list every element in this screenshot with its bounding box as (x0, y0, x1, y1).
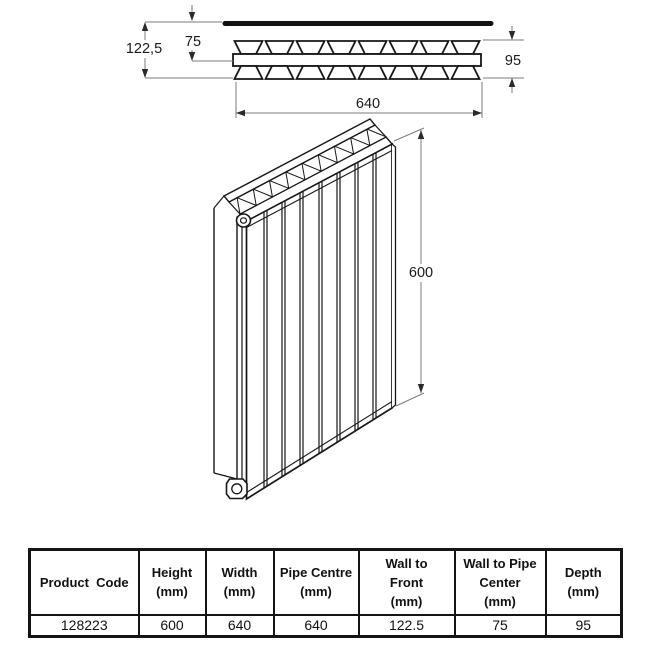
pipe-end-hole (239, 217, 248, 224)
value-height: 600 (137, 613, 207, 638)
radiator-right-side (391, 143, 397, 409)
dim-width: 640 (235, 82, 483, 118)
col-header-pipe-centre: Pipe Centre(mm) (272, 548, 360, 616)
col-header-depth: Depth(mm) (544, 548, 623, 616)
top-view-cross-section: 122,5 75 95 640 (126, 5, 524, 118)
valve-hole (231, 483, 243, 495)
valve-bushing (225, 478, 248, 500)
pipe-end-cap (235, 213, 252, 228)
top-fin-assembly (213, 118, 394, 222)
col-header-height: Height(mm) (137, 548, 207, 616)
left-collector-column (213, 208, 243, 480)
dim-label-wall-to-pipe: 75 (185, 34, 201, 50)
spec-table: Product Code Height(mm) Width(mm) Pipe C… (28, 548, 623, 638)
dim-label-width: 640 (356, 96, 380, 112)
dim-label-wall-to-front: 122,5 (126, 41, 162, 57)
dim-height: 600 (393, 127, 433, 407)
value-pipe-centre: 640 (272, 613, 360, 638)
flat-panel-band (232, 53, 482, 67)
dim-label-height: 600 (409, 265, 433, 281)
value-depth: 95 (544, 613, 623, 638)
convector-fins-top-row (233, 40, 481, 55)
value-width: 640 (204, 613, 275, 638)
col-header-product-code: Product Code (28, 548, 140, 616)
col-header-width: Width(mm) (204, 548, 275, 616)
dim-depth: 95 (483, 26, 524, 93)
back-top-rail (222, 118, 377, 203)
panel-grooves (263, 152, 377, 488)
spec-table-header-row: Product Code Height(mm) Width(mm) Pipe C… (28, 548, 623, 616)
spec-table-value-row: 128223 600 640 640 122.5 75 95 (28, 613, 623, 638)
dim-wall-to-pipe: 75 (185, 5, 233, 62)
convector-fins-bottom-row (233, 65, 481, 80)
dim-label-depth: 95 (505, 53, 521, 69)
value-wall-to-pipe: 75 (453, 613, 547, 638)
value-wall-to-front: 122.5 (357, 613, 456, 638)
dim-wall-to-front: 122,5 (126, 21, 233, 79)
dimension-drawing: 122,5 75 95 640 (126, 5, 524, 501)
isometric-radiator: 600 (213, 118, 433, 501)
value-product-code: 128223 (28, 613, 140, 638)
